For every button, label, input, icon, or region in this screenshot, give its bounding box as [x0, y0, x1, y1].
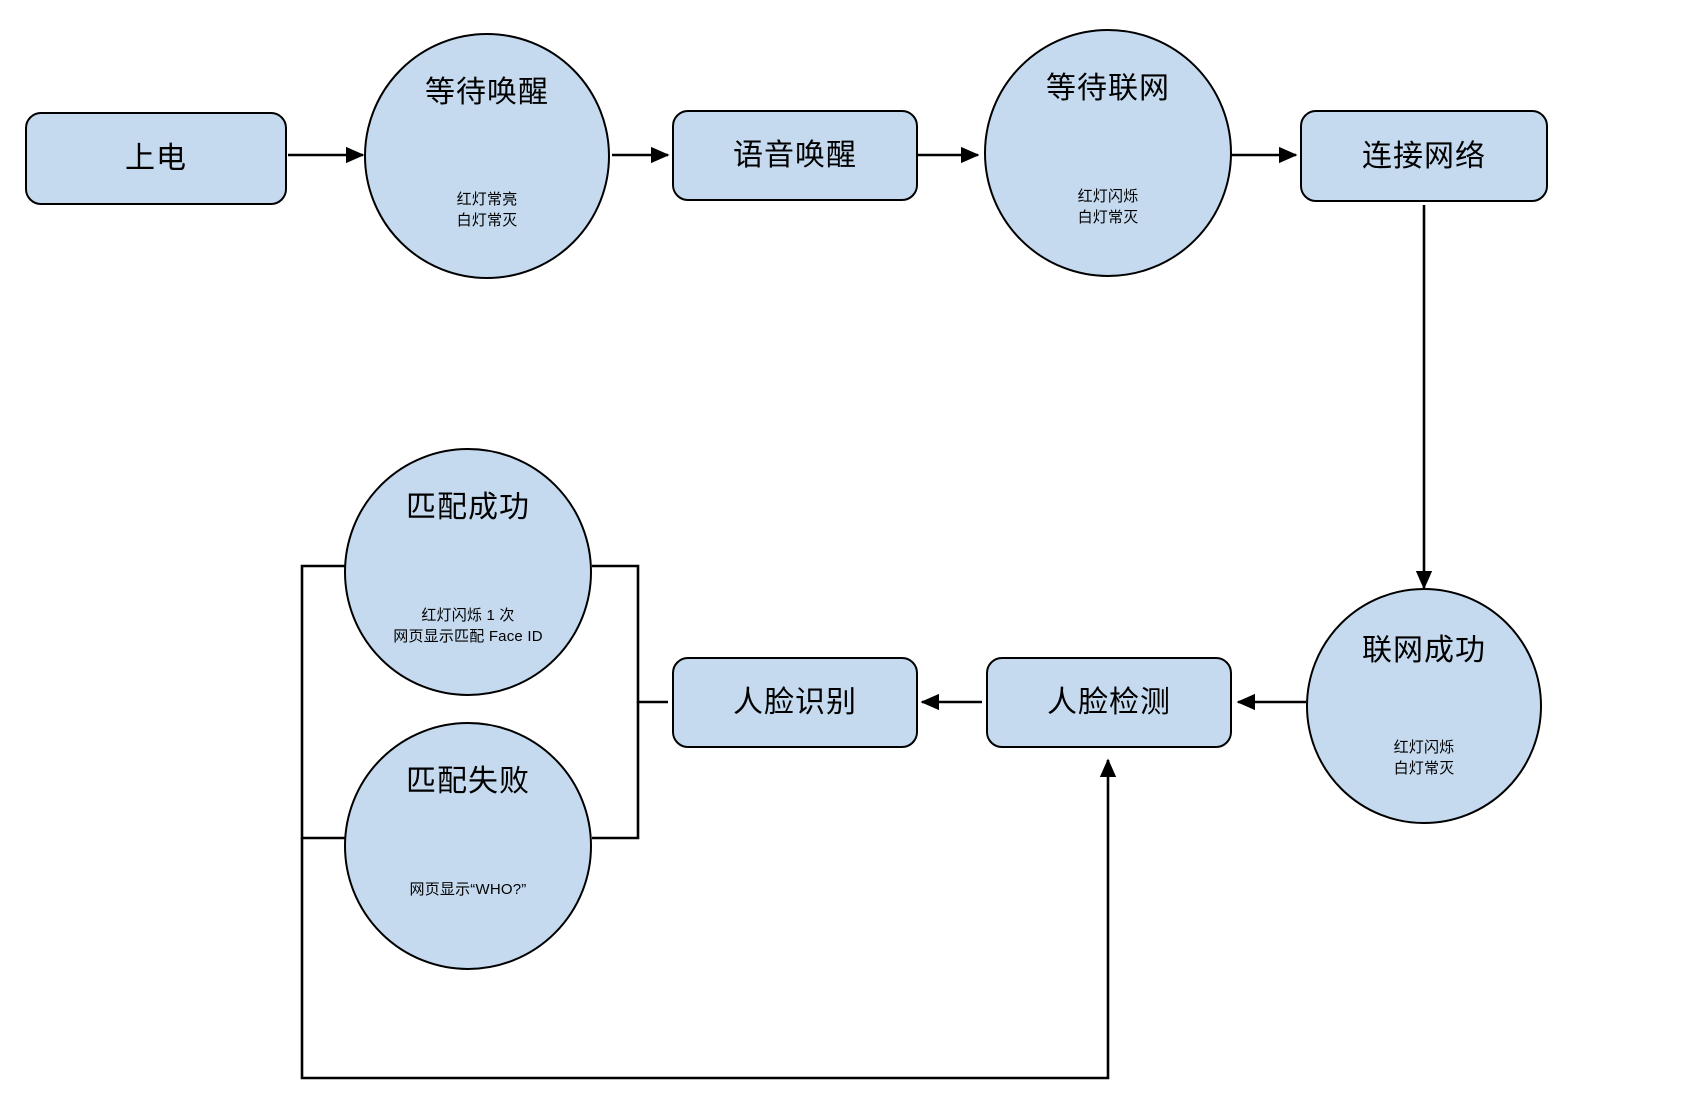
node-network-success-detail: 红灯闪烁 白灯常灭 — [1393, 739, 1455, 778]
node-match-success[interactable]: 匹配成功 红灯闪烁 1 次 网页显示匹配 Face ID — [344, 448, 592, 696]
node-connect-network-label: 连接网络 — [1362, 139, 1486, 173]
node-match-fail[interactable]: 匹配失败 网页显示“WHO?” — [344, 722, 592, 970]
node-voice-wakeup[interactable]: 语音唤醒 — [672, 110, 918, 201]
node-wait-wakeup[interactable]: 等待唤醒 红灯常亮 白灯常灭 — [364, 33, 610, 279]
node-face-detection-label: 人脸检测 — [1047, 686, 1171, 719]
node-match-fail-detail: 网页显示“WHO?” — [409, 881, 527, 899]
node-network-success[interactable]: 联网成功 红灯闪烁 白灯常灭 — [1306, 588, 1542, 824]
node-match-success-label: 匹配成功 — [406, 491, 530, 525]
edge-face-recognition-branch-bus-lower — [592, 702, 640, 840]
node-wait-network[interactable]: 等待联网 红灯闪烁 白灯常灭 — [984, 29, 1232, 277]
node-connect-network[interactable]: 连接网络 — [1300, 110, 1548, 202]
edge-face-recognition-branch-bus — [592, 564, 668, 704]
node-face-recognition-label: 人脸识别 — [733, 686, 857, 719]
node-power-on[interactable]: 上电 — [25, 112, 287, 205]
node-face-recognition[interactable]: 人脸识别 — [672, 657, 918, 748]
node-face-detection[interactable]: 人脸检测 — [986, 657, 1232, 748]
node-wait-wakeup-label: 等待唤醒 — [425, 76, 549, 110]
node-wait-wakeup-detail: 红灯常亮 白灯常灭 — [456, 190, 518, 229]
node-wait-network-label: 等待联网 — [1046, 72, 1170, 106]
node-network-success-label: 联网成功 — [1362, 634, 1486, 668]
node-wait-network-detail: 红灯闪烁 白灯常灭 — [1077, 188, 1139, 226]
node-power-on-label: 上电 — [125, 142, 187, 175]
node-match-fail-label: 匹配失败 — [406, 765, 530, 799]
node-voice-wakeup-label: 语音唤醒 — [733, 139, 857, 172]
node-match-success-detail: 红灯闪烁 1 次 网页显示匹配 Face ID — [393, 607, 543, 645]
